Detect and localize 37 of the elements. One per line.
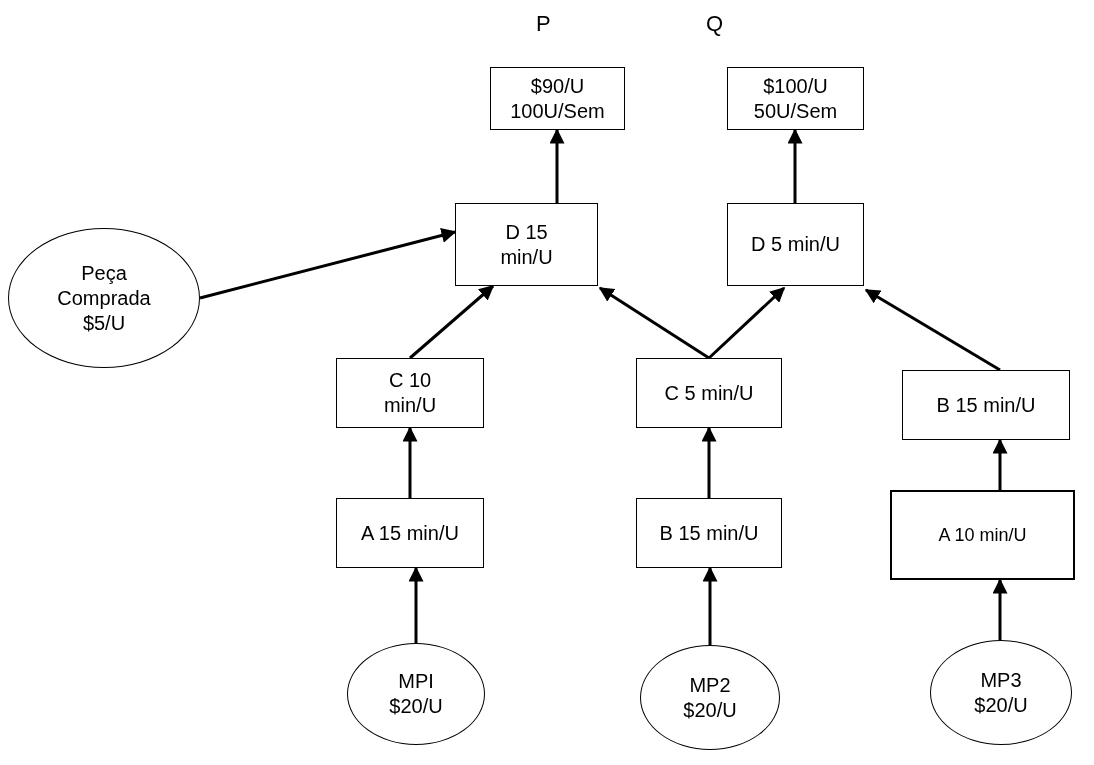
arrow xyxy=(199,228,457,300)
arrow xyxy=(992,578,1008,640)
arrow xyxy=(409,284,495,360)
node-label: MP2 $20/U xyxy=(682,672,738,723)
arrow xyxy=(402,426,418,498)
node-label: C 10 min/U xyxy=(382,368,438,418)
node-label: B 15 min/U xyxy=(658,520,760,546)
node-label: MP3 $20/U xyxy=(973,667,1029,718)
arrow xyxy=(787,128,803,203)
process-box xyxy=(455,203,598,286)
node-label: A 15 min/U xyxy=(360,520,460,546)
arrow xyxy=(707,286,786,360)
node-label: D 5 min/U xyxy=(750,232,841,257)
arrow xyxy=(549,128,565,203)
node-label: C 5 min/U xyxy=(663,380,755,406)
product-heading: Q xyxy=(706,10,724,38)
arrow xyxy=(408,566,424,643)
process-box xyxy=(636,358,782,428)
arrow xyxy=(701,426,717,498)
node-label: Peça Comprada $5/U xyxy=(56,260,152,336)
process-box xyxy=(890,490,1075,580)
process-box xyxy=(636,498,782,568)
node-label: A 10 min/U xyxy=(937,523,1028,547)
arrow xyxy=(864,288,1001,372)
node-label: B 15 min/U xyxy=(935,392,1037,418)
node-label: $100/U 50U/Sem xyxy=(752,73,839,124)
product-heading: P xyxy=(536,10,551,38)
arrow xyxy=(598,286,710,360)
arrow xyxy=(702,566,718,645)
process-box xyxy=(902,370,1070,440)
process-box xyxy=(336,358,484,428)
node-label: $90/U 100U/Sem xyxy=(509,73,606,124)
node-label: D 15 min/U xyxy=(499,219,554,270)
node-label: MPI $20/U xyxy=(388,669,444,719)
process-box xyxy=(727,203,864,286)
process-box xyxy=(336,498,484,568)
arrow xyxy=(992,438,1008,490)
